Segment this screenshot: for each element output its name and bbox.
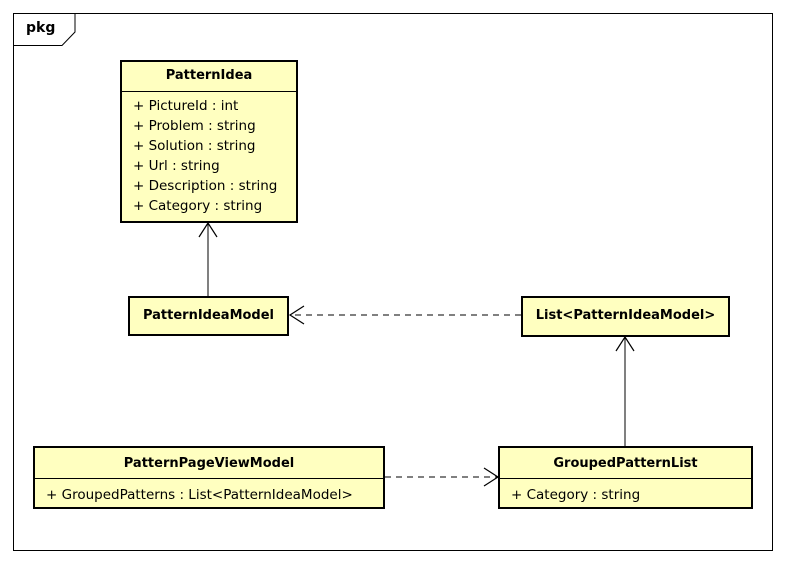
class-attribute: + Description : string (133, 178, 278, 194)
class-name: PatternPageViewModel (123, 456, 295, 471)
class-divider: + PictureId : int + Problem : string + S… (122, 91, 296, 216)
class-pattern-idea[interactable]: PatternIdea + PictureId : int + Problem … (120, 60, 298, 223)
arrowhead-grouped-to-list (615, 335, 635, 352)
package-label: pkg (26, 20, 56, 36)
class-divider: + GroupedPatterns : List<PatternIdeaMode… (35, 478, 383, 505)
class-name: List<PatternIdeaModel> (535, 308, 716, 323)
arrowhead-model-to-idea (198, 221, 218, 238)
class-name: PatternIdeaModel (142, 308, 275, 323)
class-attribute: + Category : string (133, 198, 263, 214)
class-name: GroupedPatternList (553, 456, 698, 471)
package-tab (13, 13, 76, 46)
class-attribute: + GroupedPatterns : List<PatternIdeaMode… (46, 487, 353, 503)
class-attribute: + Problem : string (133, 118, 256, 134)
class-attribute: + Solution : string (133, 138, 256, 154)
arrowhead-list-to-model (288, 305, 305, 325)
class-divider: + Category : string (500, 478, 751, 505)
class-attribute: + PictureId : int (133, 98, 239, 114)
class-attribute: + Category : string (511, 487, 641, 503)
class-pattern-idea-model[interactable]: PatternIdeaModel (128, 296, 289, 336)
class-attribute: + Url : string (133, 158, 220, 174)
class-name: PatternIdea (165, 68, 253, 83)
class-list-pattern-idea-model[interactable]: List<PatternIdeaModel> (521, 296, 730, 337)
class-pattern-page-view-model[interactable]: PatternPageViewModel + GroupedPatterns :… (33, 446, 385, 509)
class-grouped-pattern-list[interactable]: GroupedPatternList + Category : string (498, 446, 753, 509)
package-frame (13, 13, 773, 551)
